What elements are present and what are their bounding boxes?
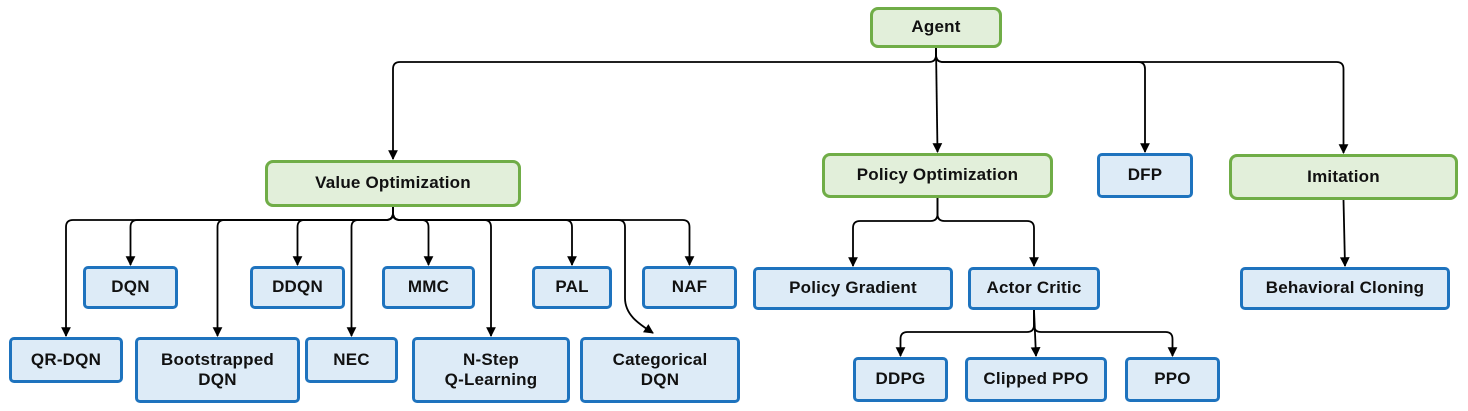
node-label: Imitation <box>1307 166 1380 186</box>
edge-agent-to-value-optimization <box>388 48 937 160</box>
node-label: NAF <box>671 277 708 297</box>
edge-actor-critic-to-ppo <box>1033 310 1178 357</box>
node-ddpg: DDPG <box>853 357 948 402</box>
node-label: Value Optimization <box>315 173 471 193</box>
edge-agent-to-dfp <box>935 48 1150 153</box>
node-label: Policy Optimization <box>856 165 1019 185</box>
node-n-step-q-learning: N-Step Q-Learning <box>412 337 570 403</box>
node-nec: NEC <box>305 337 398 383</box>
node-label: Agent <box>911 17 961 37</box>
node-clipped-ppo: Clipped PPO <box>965 357 1107 402</box>
node-agent: Agent <box>870 7 1002 48</box>
node-label: MMC <box>407 277 450 297</box>
node-label: DFP <box>1127 165 1163 185</box>
edge-actor-critic-to-ddpg <box>895 310 1035 357</box>
edge-imitation-to-behavioral-cloning <box>1339 199 1350 267</box>
node-value-optimization: Value Optimization <box>265 160 521 207</box>
edge-value-optimization-to-dqn <box>125 207 394 266</box>
edge-value-optimization-to-naf <box>392 207 695 266</box>
node-label: Bootstrapped DQN <box>161 349 274 389</box>
edge-value-optimization-to-pal <box>392 207 577 266</box>
node-label: QR-DQN <box>30 349 102 369</box>
node-label: Policy Gradient <box>789 278 917 298</box>
node-label: PPO <box>1154 369 1191 389</box>
node-naf: NAF <box>642 266 737 309</box>
node-imitation: Imitation <box>1229 154 1458 200</box>
node-label: Behavioral Cloning <box>1265 278 1425 298</box>
edge-group <box>61 47 1350 357</box>
node-dfp: DFP <box>1097 153 1193 198</box>
node-policy-optimization: Policy Optimization <box>822 153 1053 198</box>
node-ppo: PPO <box>1125 357 1220 402</box>
node-ddqn: DDQN <box>250 266 345 309</box>
edge-policy-optimization-to-actor-critic <box>936 198 1039 267</box>
node-label: Clipped PPO <box>983 369 1089 389</box>
node-label: DDPG <box>875 369 926 389</box>
node-label: DQN <box>111 277 150 297</box>
node-categorical-dqn: Categorical DQN <box>580 337 740 403</box>
node-bootstrapped-dqn: Bootstrapped DQN <box>135 337 300 403</box>
node-label: PAL <box>555 277 589 297</box>
node-pal: PAL <box>532 266 612 309</box>
node-label: DDQN <box>272 277 323 297</box>
node-qr-dqn: QR-DQN <box>9 337 123 383</box>
edge-policy-optimization-to-policy-gradient <box>848 198 939 267</box>
node-actor-critic: Actor Critic <box>968 267 1100 310</box>
edge-value-optimization-to-categorical-dqn <box>392 207 654 334</box>
edge-agent-to-policy-optimization <box>932 47 943 153</box>
node-dqn: DQN <box>83 266 178 309</box>
node-label: Actor Critic <box>986 278 1082 298</box>
node-behavioral-cloning: Behavioral Cloning <box>1240 267 1450 310</box>
node-mmc: MMC <box>382 266 475 309</box>
node-label: N-Step Q-Learning <box>444 349 538 389</box>
edge-value-optimization-to-mmc <box>392 207 434 266</box>
node-label: Categorical DQN <box>612 349 708 389</box>
node-policy-gradient: Policy Gradient <box>753 267 953 310</box>
edge-agent-to-imitation <box>935 48 1349 154</box>
node-label: NEC <box>333 349 370 369</box>
edge-value-optimization-to-ddqn <box>292 207 394 266</box>
